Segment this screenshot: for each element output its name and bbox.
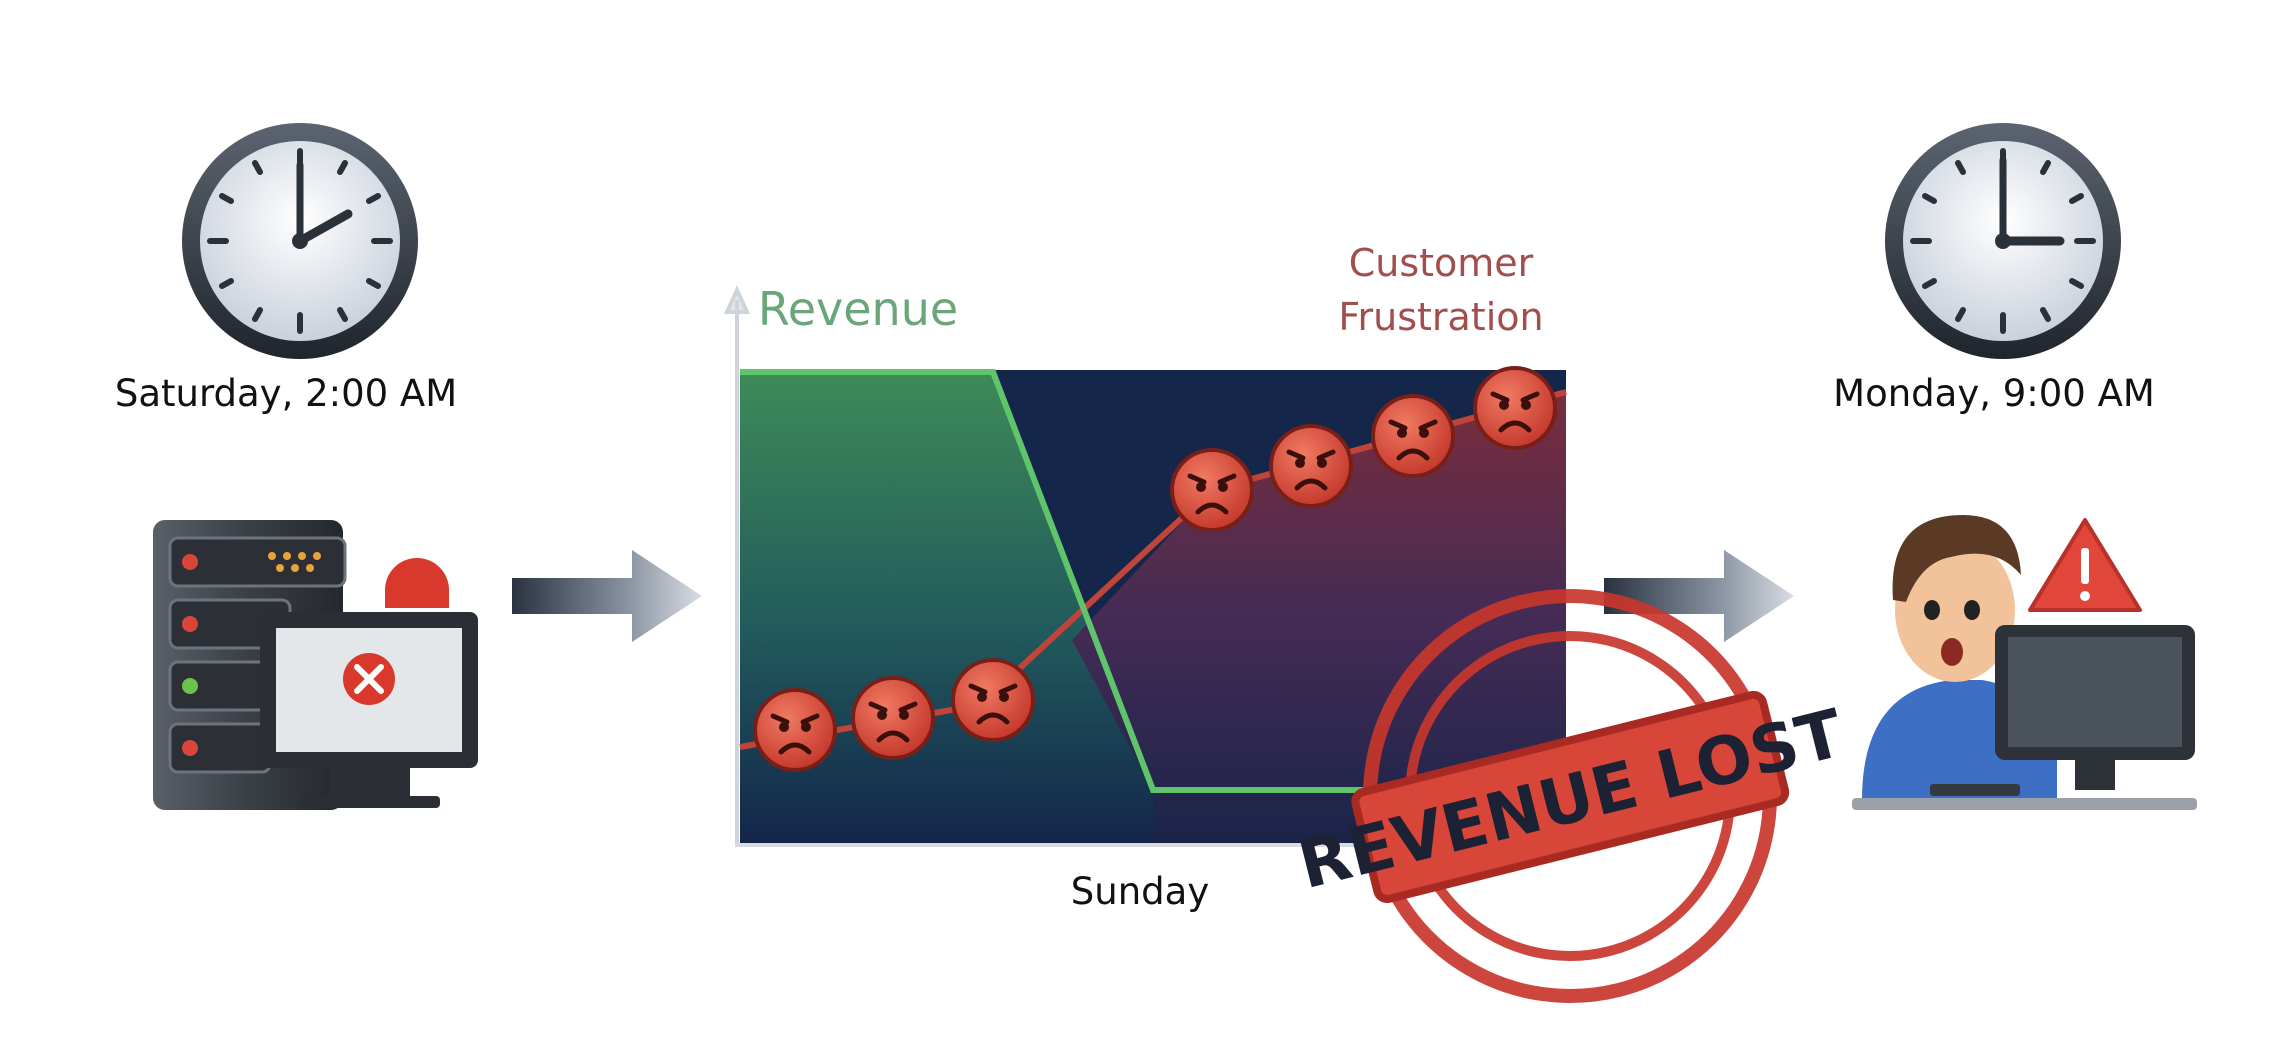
revenue-frustration-chart <box>723 285 1570 847</box>
frustration-label-line-1: Customer <box>1348 241 1534 285</box>
alarm-light-icon <box>385 558 449 608</box>
revenue-area <box>740 372 1566 843</box>
revenue-label: Revenue <box>757 282 959 336</box>
frustration-label: Customer Frustration <box>1338 236 1543 344</box>
angry-face-icon <box>951 658 1035 742</box>
arrow-right-icon <box>1604 550 1794 642</box>
clock-9-oclock-icon <box>1885 123 2121 359</box>
revenue-lost-stamp: REVENUE LOST <box>1291 589 1851 1003</box>
start-time-label: Saturday, 2:00 AM <box>114 372 458 415</box>
end-time-label: Monday, 9:00 AM <box>1833 372 2155 415</box>
angry-face-icon <box>1473 366 1557 450</box>
server-error-icon <box>153 520 478 810</box>
angry-face-icon <box>1170 448 1254 532</box>
frustration-label-line-2: Frustration <box>1338 295 1544 339</box>
frustration-area <box>1072 392 1566 843</box>
y-axis-arrow <box>723 285 751 845</box>
angry-face-icon <box>753 688 837 772</box>
clock-2-oclock-icon <box>182 123 418 359</box>
angry-face-icon <box>1371 394 1455 478</box>
shocked-person-at-computer-icon <box>1852 515 2197 810</box>
x-axis-label: Sunday <box>1070 870 1210 913</box>
arrow-right-icon <box>512 550 702 642</box>
angry-face-icon <box>1269 424 1353 508</box>
angry-face-icon <box>851 676 935 760</box>
